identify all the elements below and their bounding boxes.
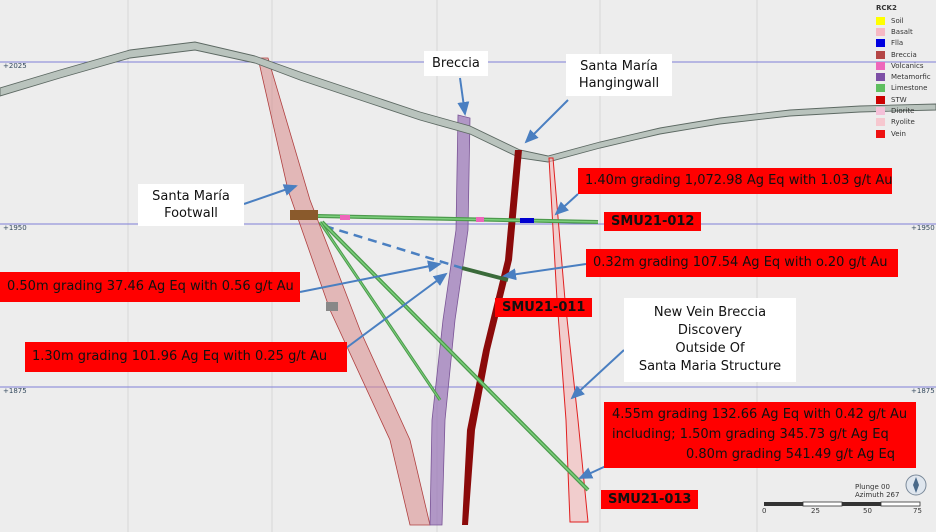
legend-swatch	[876, 107, 885, 116]
drillhole-smu21-013	[320, 220, 590, 492]
breccia-label: Breccia	[424, 51, 488, 76]
view-orientation: Plunge 00 Azimuth 267	[855, 483, 899, 499]
legend-label: Diorite	[891, 107, 915, 116]
legend-swatch	[876, 39, 885, 48]
legend-item: Breccia	[876, 49, 930, 60]
azimuth-text: Azimuth 267	[855, 491, 900, 499]
legend-swatch	[876, 95, 885, 104]
legend-label: Volcanics	[891, 61, 924, 70]
elevation-label-1875-right: +1875	[911, 387, 935, 395]
legend-label: Ryolite	[891, 118, 915, 127]
legend-item: Diorite	[876, 105, 930, 116]
legend-item: STW	[876, 94, 930, 105]
elevation-label-1875-left: +1875	[3, 387, 27, 395]
legend-label: Vein	[891, 129, 906, 138]
legend-item: Flla	[876, 38, 930, 49]
legend-item: Ryolite	[876, 117, 930, 128]
intercept-label-5: 4.55m grading 132.66 Ag Eq with 0.42 g/t…	[604, 402, 916, 468]
legend-item: Limestone	[876, 83, 930, 94]
intercept-label-2: 0.32m grading 107.54 Ag Eq with o.20 g/t…	[586, 249, 898, 277]
legend-item: Metamorfic	[876, 71, 931, 82]
legend-swatch	[876, 84, 885, 93]
legend-label: Limestone	[891, 84, 928, 93]
intercept-label-4: 1.30m grading 101.96 Ag Eq with 0.25 g/t…	[25, 342, 347, 372]
drill-collar-lower	[326, 302, 338, 311]
legend-swatch	[876, 61, 885, 70]
scale-tick-25: 25	[811, 507, 820, 515]
legend-label: Soil	[891, 16, 904, 25]
elevation-label-2025-left: +2025	[3, 62, 27, 70]
legend-item: Volcanics	[876, 60, 930, 71]
drillhole-smu21-011	[461, 266, 509, 282]
intercept-label-3: 0.50m grading 37.46 Ag Eq with 0.56 g/t …	[0, 272, 300, 302]
scale-bar: 0 25 50 75	[760, 500, 930, 530]
legend-title: RCK2	[876, 4, 897, 12]
scale-tick-75: 75	[913, 507, 922, 515]
hangingwall-vein	[462, 150, 522, 525]
drillhole-steep	[318, 221, 442, 401]
legend-label: Metamorfic	[891, 73, 931, 82]
drillhole-smu21-011-projection	[324, 224, 463, 270]
topography-surface	[0, 41, 936, 163]
callout-arrows	[243, 77, 625, 479]
legend-label: Flla	[891, 39, 904, 48]
scale-bar-graphic	[764, 501, 921, 507]
legend-swatch	[876, 27, 885, 36]
plunge-text: Plunge 00	[855, 483, 890, 491]
breccia-zone	[429, 114, 471, 526]
scale-tick-0: 0	[762, 507, 767, 515]
drill-collar	[290, 210, 318, 220]
legend-label: Breccia	[891, 50, 917, 59]
legend-swatch	[876, 129, 885, 138]
compass-icon	[905, 474, 927, 496]
legend-item: Basalt	[876, 26, 930, 37]
hole-label-smu21-013: SMU21-013	[601, 490, 699, 509]
elevation-label-1950-left: +1950	[3, 224, 27, 232]
new-vein-breccia	[548, 157, 589, 523]
legend-swatch	[876, 50, 885, 59]
legend-label: Basalt	[891, 27, 913, 36]
legend-item: Soil	[876, 15, 930, 26]
legend-swatch	[876, 118, 885, 127]
hole-label-smu21-011: SMU21-011	[495, 298, 593, 317]
legend-swatch	[876, 73, 885, 82]
legend-swatch	[876, 16, 885, 25]
legend-label: STW	[891, 95, 907, 104]
footwall-label: Santa María Footwall	[138, 184, 244, 226]
hangingwall-label: Santa María Hangingwall	[566, 54, 672, 96]
legend-item: Vein	[876, 128, 930, 139]
hole-label-smu21-012: SMU21-012	[604, 212, 702, 231]
intercept-label-1: 1.40m grading 1,072.98 Ag Eq with 1.03 g…	[578, 168, 892, 194]
new-vein-label: New Vein Breccia Discovery Outside Of Sa…	[624, 298, 796, 382]
elevation-label-1950-right: +1950	[911, 224, 935, 232]
drillhole-smu21-012	[317, 214, 599, 224]
scale-tick-50: 50	[863, 507, 872, 515]
